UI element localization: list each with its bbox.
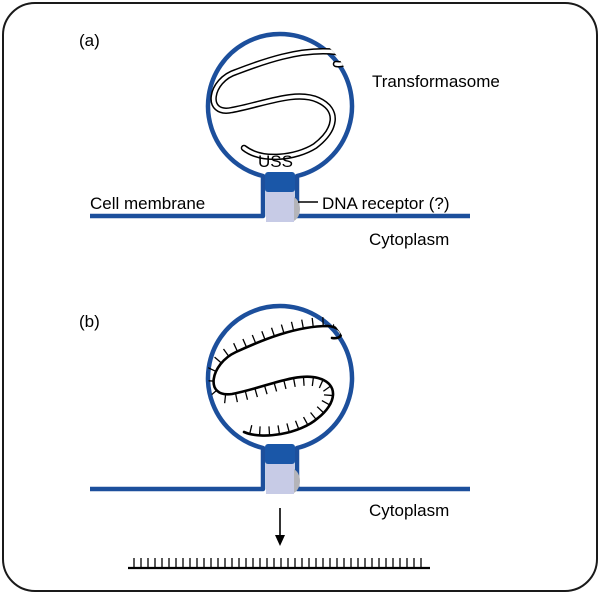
dna-receptor-label: DNA receptor (?) — [322, 194, 450, 213]
uss-block-a — [265, 172, 295, 192]
uss-label: USS — [258, 152, 293, 171]
cell-membrane-label: Cell membrane — [90, 194, 205, 213]
cytoplasm-label-a: Cytoplasm — [369, 230, 449, 249]
uss-block-b — [265, 444, 295, 464]
figure-frame — [3, 3, 597, 591]
panel-a-label: (a) — [79, 31, 100, 50]
panel-b-label: (b) — [79, 312, 100, 331]
cytoplasm-label-b: Cytoplasm — [369, 501, 449, 520]
dna-base-tick — [324, 395, 333, 396]
dna-base-tick — [303, 377, 304, 386]
dna-base-tick — [269, 426, 270, 435]
dna-base-tick — [260, 426, 261, 435]
transformasome-label: Transformasome — [372, 72, 500, 91]
